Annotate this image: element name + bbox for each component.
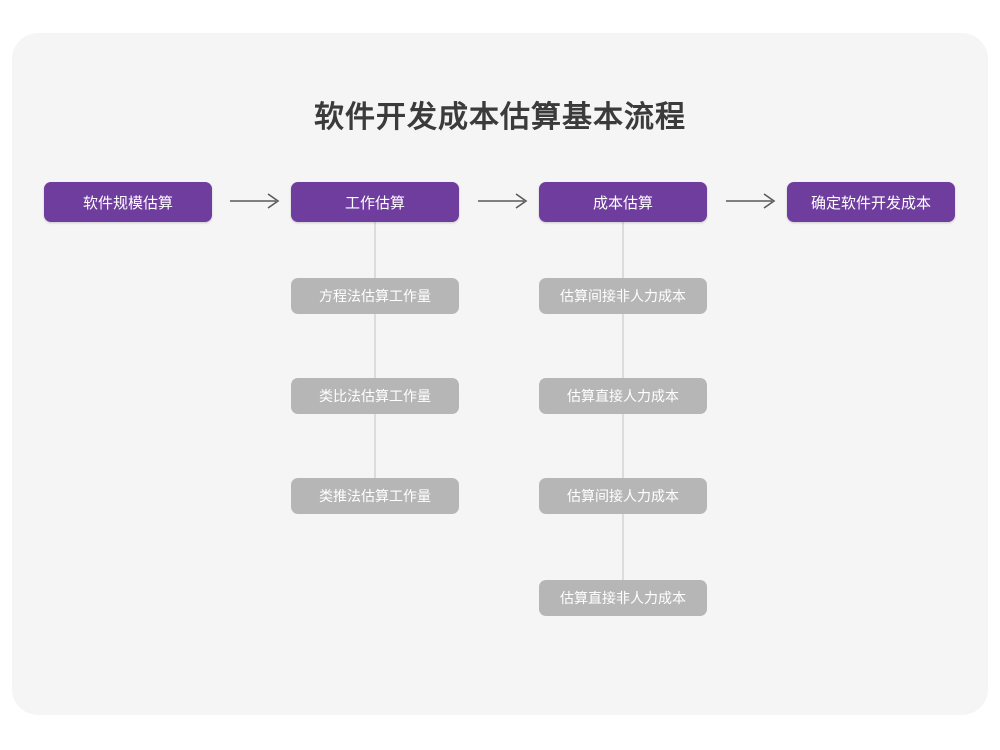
sub-box-cost-indirect-labor[interactable]: 估算间接人力成本 xyxy=(539,478,707,514)
sub-label: 估算间接人力成本 xyxy=(567,488,679,504)
page-title: 软件开发成本估算基本流程 xyxy=(314,101,686,134)
stage-label: 成本估算 xyxy=(592,194,653,212)
stage-label: 工作估算 xyxy=(344,194,405,212)
sub-box-work-inference-method[interactable]: 类推法估算工作量 xyxy=(291,478,459,514)
sub-box-cost-direct-labor[interactable]: 估算直接人力成本 xyxy=(539,378,707,414)
arrow-right-icon-2 xyxy=(476,190,532,212)
sub-label: 类推法估算工作量 xyxy=(319,488,431,504)
stage-box-work-estimation[interactable]: 工作估算 xyxy=(291,182,459,222)
sub-label: 类比法估算工作量 xyxy=(319,388,431,404)
connector-line-work xyxy=(374,218,376,500)
arrow-right-icon-3 xyxy=(724,190,780,212)
sub-label: 估算间接非人力成本 xyxy=(560,288,686,304)
sub-label: 估算直接人力成本 xyxy=(567,388,679,404)
stage-box-software-size-estimation[interactable]: 软件规模估算 xyxy=(44,182,212,222)
stage-label: 软件规模估算 xyxy=(82,194,173,212)
sub-box-work-equation-method[interactable]: 方程法估算工作量 xyxy=(291,278,459,314)
stage-box-cost-estimation[interactable]: 成本估算 xyxy=(539,182,707,222)
sub-label: 估算直接非人力成本 xyxy=(560,590,686,606)
sub-label: 方程法估算工作量 xyxy=(319,288,431,304)
sub-box-cost-indirect-nonlabor[interactable]: 估算间接非人力成本 xyxy=(539,278,707,314)
sub-box-work-analogy-method[interactable]: 类比法估算工作量 xyxy=(291,378,459,414)
stage-label: 确定软件开发成本 xyxy=(810,194,931,212)
diagram-card xyxy=(12,33,988,715)
arrow-right-icon-1 xyxy=(228,190,284,212)
sub-box-cost-direct-nonlabor[interactable]: 估算直接非人力成本 xyxy=(539,580,707,616)
stage-box-determine-development-cost[interactable]: 确定软件开发成本 xyxy=(787,182,955,222)
